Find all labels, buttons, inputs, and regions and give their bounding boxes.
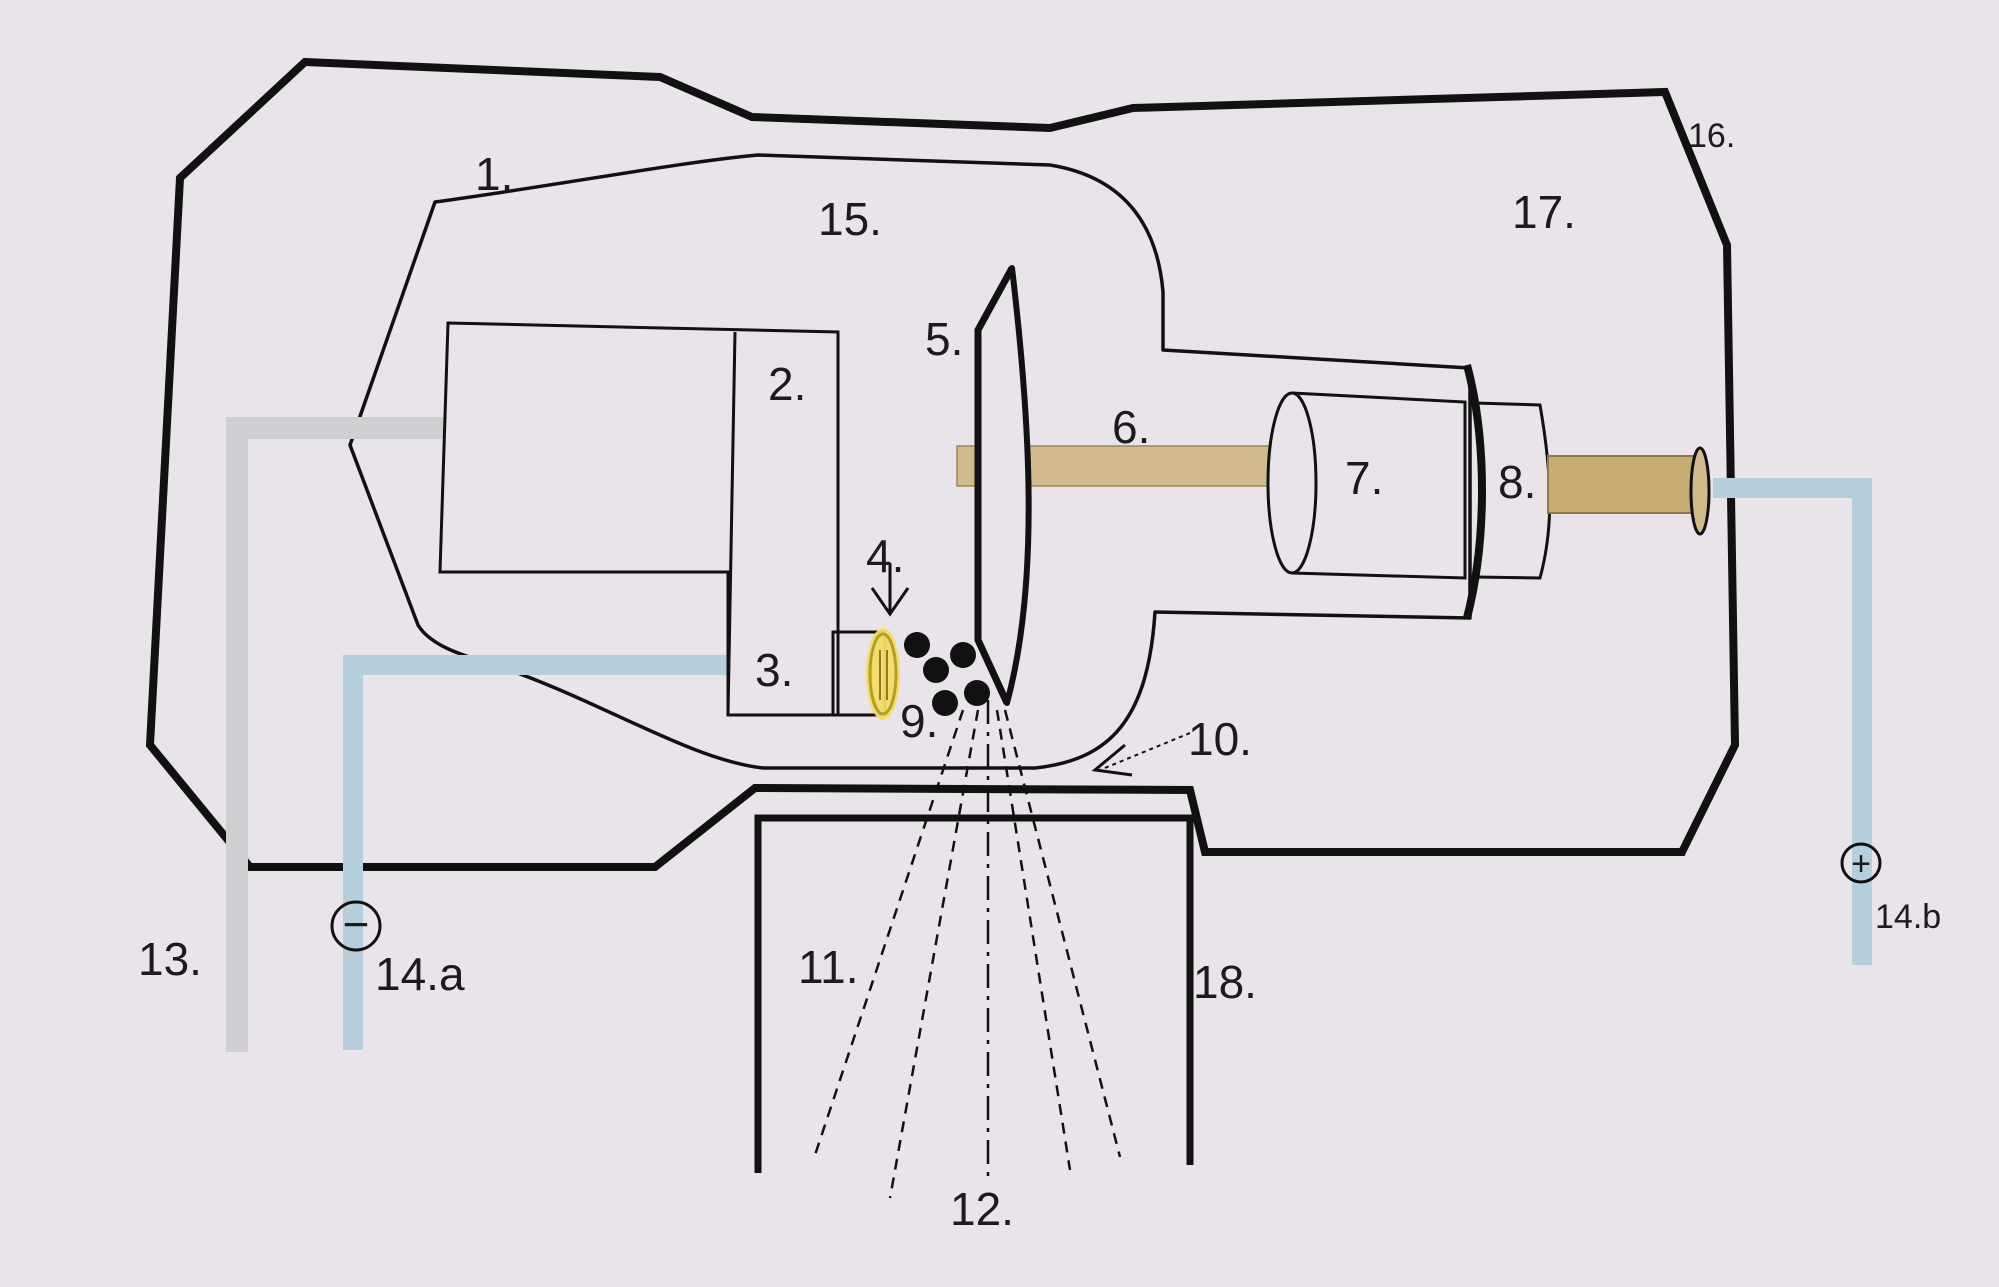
anode-disc — [975, 265, 1032, 706]
label-13: 13. — [138, 933, 202, 985]
rotor — [1291, 391, 1467, 580]
anode-disc-face — [974, 266, 1016, 705]
stator-ring — [1463, 363, 1486, 619]
label-3: 3. — [755, 644, 793, 696]
heating-cable — [226, 417, 445, 1052]
anode-end-flange — [1689, 446, 1711, 536]
label-8: 8. — [1498, 456, 1536, 508]
rotor-front-face — [1266, 391, 1318, 575]
anode-cable — [1713, 478, 1872, 965]
electron-cloud — [904, 632, 990, 716]
label-18: 18. — [1193, 956, 1257, 1008]
label-6: 6. — [1112, 401, 1150, 453]
filament — [868, 632, 898, 716]
filament-arrow-head — [870, 587, 910, 617]
cathode-cable — [343, 655, 728, 1050]
label-15: 15. — [818, 193, 882, 245]
negative-terminal-icon — [330, 900, 382, 952]
label-14b: 14.b — [1875, 898, 1941, 936]
positive-terminal-icon — [1840, 842, 1882, 884]
negative-terminal-sign: − — [343, 898, 370, 950]
tube-housing-outline — [145, 57, 1740, 871]
label-16: 16. — [1688, 117, 1735, 155]
exit-window-collimator — [754, 814, 1194, 1173]
pointer-10-head — [1091, 743, 1133, 777]
label-17: 17. — [1512, 186, 1576, 238]
xray-beam — [813, 709, 1122, 1199]
label-2: 2. — [768, 358, 806, 410]
label-10: 10. — [1188, 713, 1252, 765]
label-12: 12. — [950, 1183, 1014, 1235]
anode-end-shaft — [1547, 455, 1704, 514]
label-14a: 14.a — [375, 948, 465, 1000]
focusing-cup-divider — [726, 331, 737, 716]
label-5: 5. — [925, 313, 963, 365]
label-9: 9. — [900, 695, 938, 747]
label-11: 11. — [798, 941, 859, 993]
pointer-10 — [1099, 732, 1191, 771]
label-1: 1. — [475, 148, 513, 200]
positive-terminal-sign: + — [1851, 845, 1871, 883]
label-7: 7. — [1345, 452, 1383, 504]
label-4: 4. — [866, 530, 904, 582]
filament-highlight — [866, 628, 900, 720]
